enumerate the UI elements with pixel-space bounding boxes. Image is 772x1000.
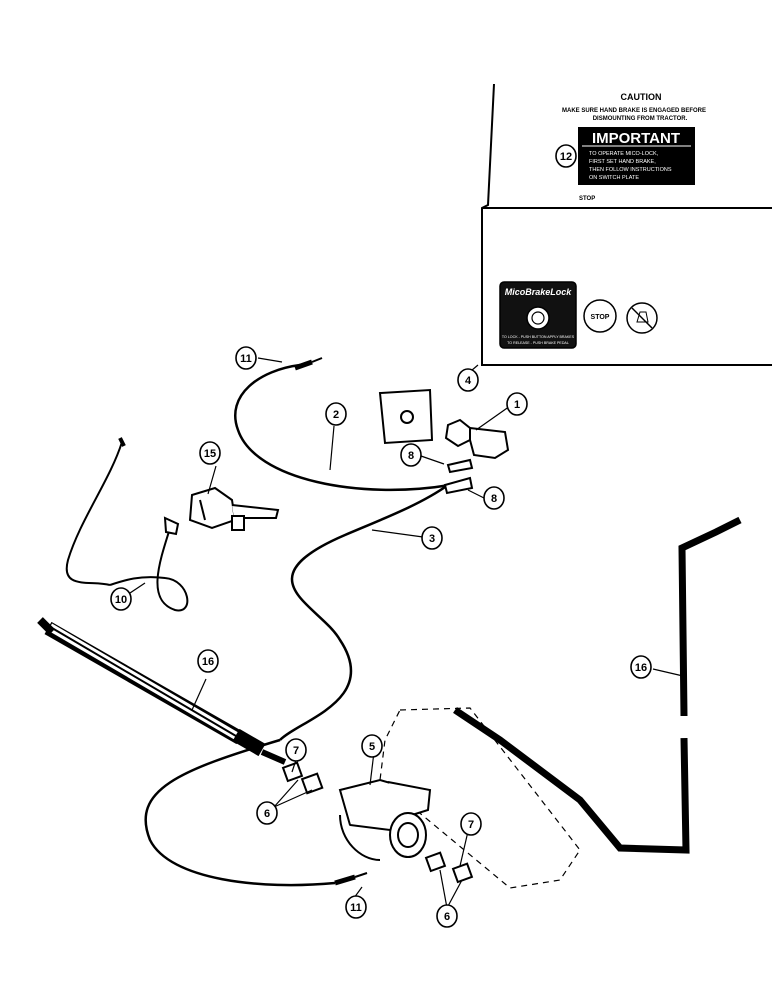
important-line-2: FIRST SET HAND BRAKE, [589, 159, 656, 165]
callout-1: 1 [506, 392, 528, 416]
caution-line-2: DISMOUNTING FROM TRACTOR. [593, 116, 688, 122]
callout-10: 10 [110, 587, 132, 611]
connector-11-upper [294, 357, 323, 371]
callout-3: 3 [421, 526, 443, 550]
wiring-and-parts [37, 357, 742, 889]
svg-text:3: 3 [429, 533, 435, 545]
callout-11-upper: 11 [235, 346, 257, 370]
important-line-1: TO OPERATE MICO-LOCK, [589, 151, 659, 157]
callout-12: 12 [555, 144, 577, 168]
wire-3 [279, 483, 449, 741]
leader-lines [120, 357, 684, 909]
svg-text:2: 2 [333, 409, 339, 421]
callouts: 12 11 4 1 2 15 8 8 3 10 16 16 7 5 6 7 11… [110, 144, 652, 928]
callout-6-right: 6 [436, 904, 458, 928]
svg-text:7: 7 [468, 819, 474, 831]
svg-text:5: 5 [369, 741, 375, 753]
svg-text:4: 4 [465, 375, 472, 387]
callout-2: 2 [325, 402, 347, 426]
svg-text:12: 12 [560, 151, 572, 163]
svg-text:16: 16 [635, 662, 647, 674]
part-16-hose [37, 617, 287, 765]
svg-text:6: 6 [264, 808, 270, 820]
stop-button: STOP [583, 299, 617, 333]
switch-plate-brand: MicoBrakeLock [505, 287, 573, 297]
connector-11-lower [334, 872, 368, 886]
callout-7-right: 7 [460, 812, 482, 836]
wire-11-lower [144, 738, 336, 887]
svg-text:8: 8 [408, 450, 414, 462]
callout-7-left: 7 [285, 738, 307, 762]
part-5-valve [338, 778, 432, 861]
svg-text:1: 1 [514, 399, 520, 411]
lock-button [526, 306, 550, 330]
callout-16-left: 16 [197, 649, 219, 673]
important-decal: IMPORTANT TO OPERATE MICO-LOCK, FIRST SE… [578, 127, 695, 185]
callout-6-left: 6 [256, 801, 278, 825]
switch-plate: MicoBrakeLock TO LOCK - PUSH BUTTON APPL… [499, 281, 577, 349]
svg-text:6: 6 [444, 911, 450, 923]
dashed-outline [379, 707, 581, 889]
callout-4: 4 [457, 368, 479, 392]
stop-label: STOP [579, 196, 595, 202]
svg-text:16: 16 [202, 656, 214, 668]
svg-text:11: 11 [240, 353, 252, 365]
stop-button-label: STOP [591, 314, 610, 321]
callout-16-right: 16 [630, 655, 652, 679]
switch-plate-fine-print-1: TO LOCK - PUSH BUTTON APPLY BRAKES [502, 335, 575, 339]
caution-heading: CAUTION [621, 92, 662, 102]
svg-text:10: 10 [115, 594, 127, 606]
svg-text:11: 11 [350, 902, 362, 914]
part-16-pipe [453, 516, 742, 854]
caution-decal: CAUTION MAKE SURE HAND BRAKE IS ENGAGED … [562, 92, 706, 122]
callout-8-a: 8 [400, 443, 422, 467]
caution-line-1: MAKE SURE HAND BRAKE IS ENGAGED BEFORE [562, 108, 706, 114]
wire-2 [234, 363, 451, 492]
callout-5: 5 [361, 734, 383, 758]
important-heading: IMPORTANT [592, 130, 680, 147]
svg-text:7: 7 [293, 745, 299, 757]
important-line-4: ON SWITCH PLATE [589, 175, 639, 181]
svg-text:15: 15 [204, 448, 216, 460]
callout-8-b: 8 [483, 486, 505, 510]
wire-10 [65, 441, 123, 586]
callout-15: 15 [199, 441, 221, 465]
important-line-3: THEN FOLLOW INSTRUCTIONS [589, 167, 672, 173]
switch-plate-fine-print-2: TO RELEASE - PUSH BRAKE PEDAL [507, 341, 569, 345]
no-start-icon [626, 302, 658, 334]
part-1-switch [444, 418, 510, 460]
part-8-terminals [443, 458, 474, 495]
console-panel [481, 83, 772, 366]
svg-text:8: 8 [491, 493, 497, 505]
part-15 [188, 486, 280, 531]
callout-11-lower: 11 [345, 895, 367, 919]
